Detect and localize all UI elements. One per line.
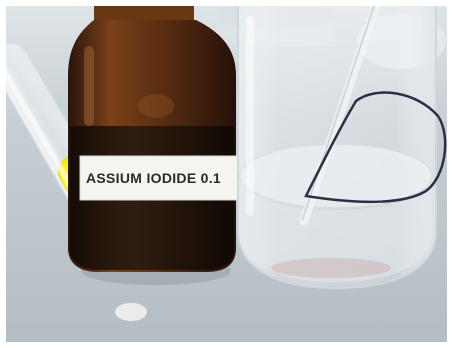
beaker-highlight [246,16,254,216]
beaker-bottom-tint [271,258,391,278]
bottle-label-text: ASSIUM IODIDE 0.1 [86,170,221,186]
tube-highlight [6,58,89,216]
bottle-reflection [138,94,174,118]
wire-loop [304,91,447,203]
beaker-liquid-surface [239,143,433,209]
lab-photo: ASSIUM IODIDE 0.1 [6,6,447,342]
bottle-label [80,156,238,200]
bottle-neck [94,6,194,24]
lab-scene: ASSIUM IODIDE 0.1 [6,6,447,342]
beaker [237,6,437,290]
bottle-highlight [84,46,94,126]
reagent-bottle: ASSIUM IODIDE 0.1 [68,6,239,272]
powder-spot [115,303,147,321]
glass-rod [299,6,381,226]
beaker-liquid [242,178,432,282]
